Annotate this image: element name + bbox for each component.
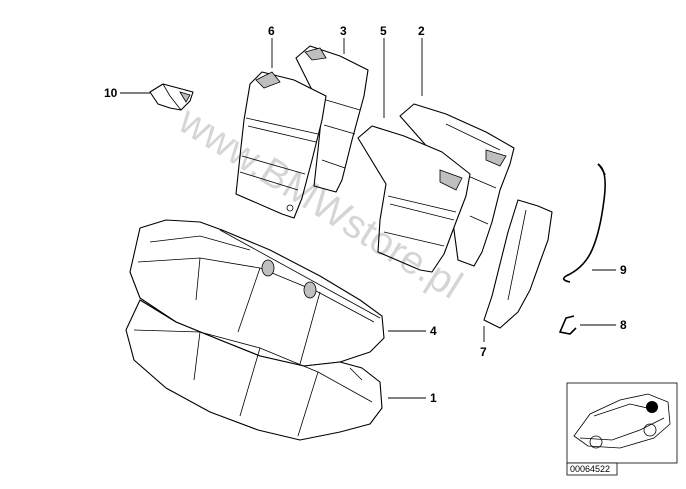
part-3-backrest-cover [295, 45, 369, 193]
callout-4: 4 [430, 324, 437, 338]
part-10-trim-cover [149, 83, 194, 111]
part-6-backrest-cover [235, 71, 327, 219]
part-9-wire-spring [562, 163, 606, 283]
reference-thumbnail: 00064522 [566, 382, 678, 476]
callout-8: 8 [620, 318, 627, 332]
part-4-seat-cover [129, 219, 385, 367]
leader-lines [120, 38, 616, 399]
callout-2: 2 [418, 24, 425, 38]
reference-code: 00064522 [570, 464, 610, 474]
callout-9: 9 [620, 263, 627, 277]
callout-6: 6 [268, 24, 275, 38]
location-marker-icon [646, 401, 658, 413]
part-7-side-bolster [483, 199, 553, 329]
callout-3: 3 [340, 24, 347, 38]
callout-1: 1 [430, 391, 437, 405]
part-8-clip [558, 315, 577, 335]
part-5-backrest [357, 125, 471, 273]
callout-5: 5 [380, 24, 387, 38]
part-1-seat-cushion [125, 299, 383, 441]
callout-7: 7 [480, 345, 487, 359]
callout-10: 10 [104, 86, 118, 100]
